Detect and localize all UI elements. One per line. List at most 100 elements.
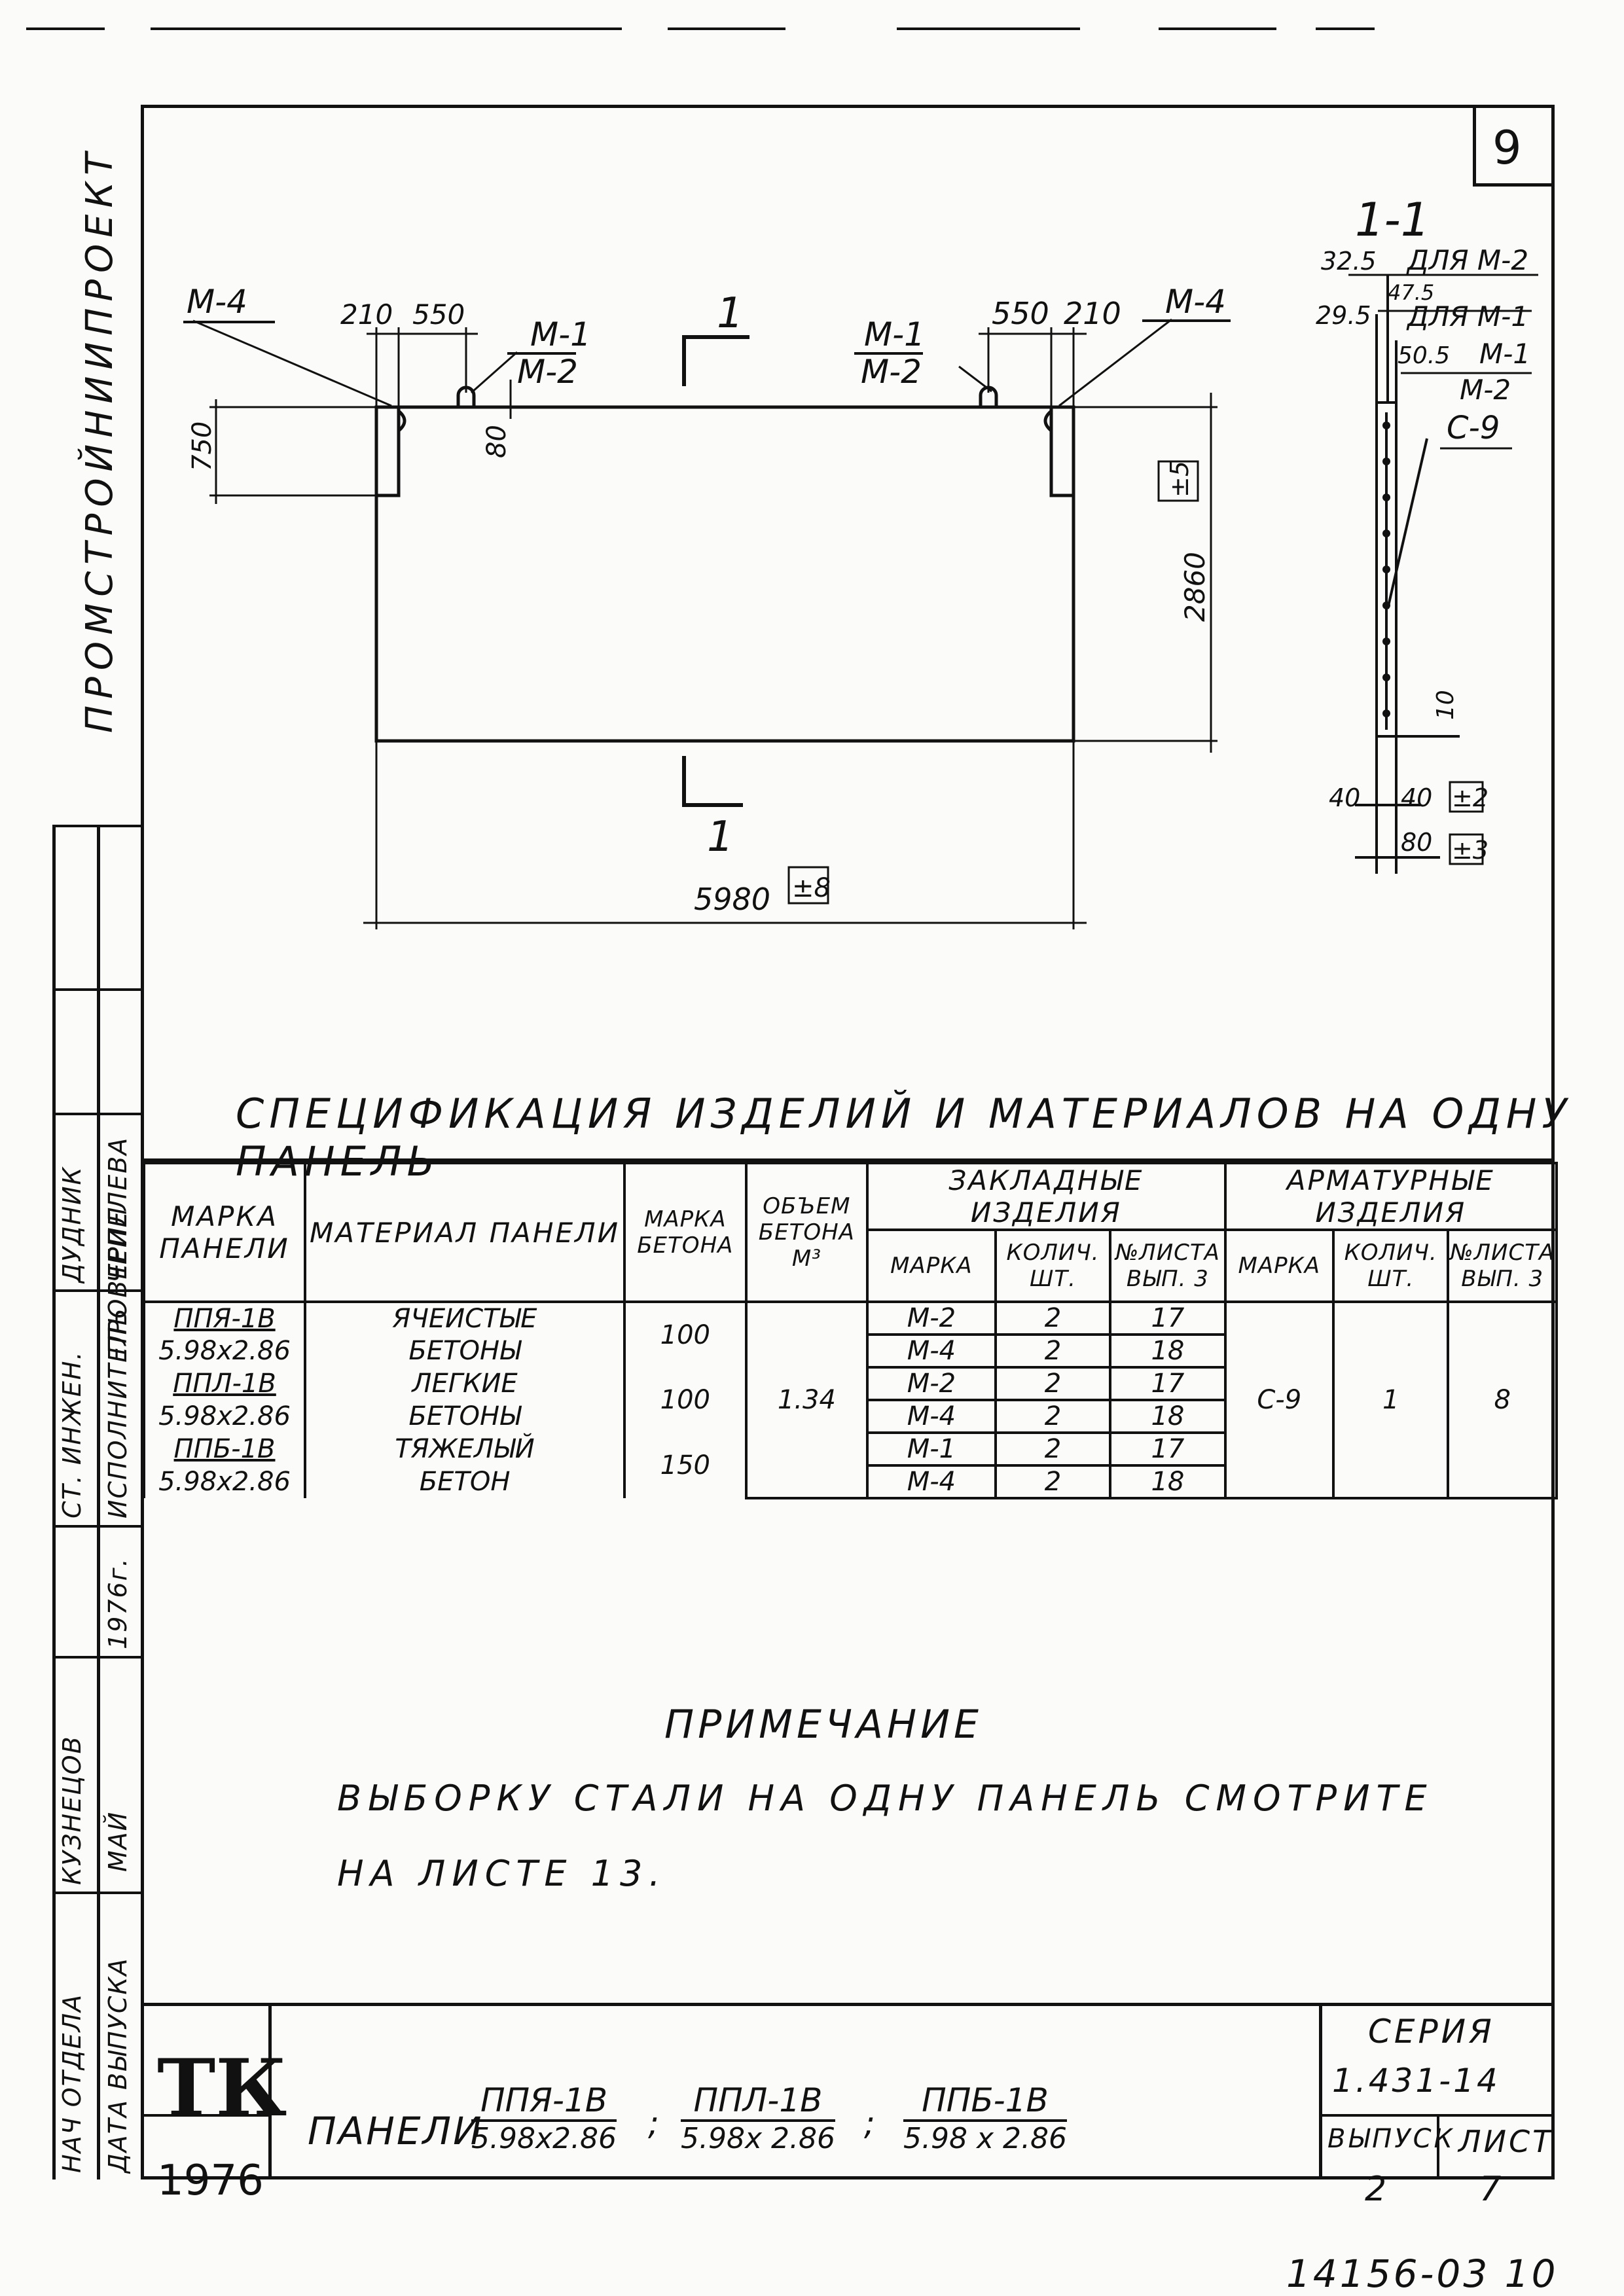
side-strip-div-2 xyxy=(52,1113,144,1115)
row2-item1-mark: М-2 xyxy=(866,1366,997,1401)
row3-item2-qty: 2 xyxy=(994,1464,1112,1499)
tol5-box xyxy=(1157,460,1199,502)
sheet-label: ЛИСТ xyxy=(1458,2124,1554,2159)
row2-item1-sheet: 17 xyxy=(1109,1366,1227,1401)
panel-drawing: М-4 210 550 М-1 М-2 М-1 М-2 550 210 М-4 … xyxy=(183,193,1538,929)
frame-top xyxy=(141,105,1555,108)
side-strip-div-6 xyxy=(52,1892,144,1894)
row2-item2-mark: М-4 xyxy=(866,1399,997,1434)
stamp-year: 1976 xyxy=(157,2157,264,2205)
side-dudnik: ДУДНИК xyxy=(58,1166,86,1283)
tol2-box xyxy=(1449,781,1484,813)
top-dash-1 xyxy=(26,27,105,30)
side-issue-date: ДАТА ВЫПУСКА xyxy=(103,1957,132,2173)
row3-item1-sheet: 17 xyxy=(1109,1431,1227,1467)
reinf-sheet: 8 xyxy=(1447,1300,1558,1499)
note-text: ВЫБОРКУ СТАЛИ НА ОДНУ ПАНЕЛЬ СМОТРИТЕ НА… xyxy=(337,1761,1450,1911)
hdr-panel-mark: МАРКА ПАНЕЛИ xyxy=(142,1162,307,1303)
title-prefix: ПАНЕЛИ xyxy=(308,2109,484,2153)
note-line-2: НА ЛИСТЕ 13. xyxy=(337,1853,667,1894)
row1-item1-qty: 2 xyxy=(994,1300,1112,1336)
side-strip-div-4 xyxy=(52,1525,144,1528)
sheet-number: 9 xyxy=(1492,121,1522,175)
label-tol5: ±5 xyxy=(1165,461,1194,497)
label-210-right: 210 xyxy=(1064,296,1121,331)
label-sec-80: 80 xyxy=(1401,828,1432,857)
label-sec-32-5: 32.5 xyxy=(1321,247,1377,276)
row3-item1-qty: 2 xyxy=(994,1431,1112,1467)
label-sec-29-5: 29.5 xyxy=(1316,301,1371,330)
label-m2-left: М-2 xyxy=(517,353,578,391)
spec-title: СПЕЦИФИКАЦИЯ ИЗДЕЛИЙ И МАТЕРИАЛОВ НА ОДН… xyxy=(236,1090,1572,1185)
title-panel-1: ППЯ-1В 5.98х2.86 xyxy=(471,2081,617,2155)
row1-item1-mark: М-2 xyxy=(866,1300,997,1336)
side-chief-engineer: СТ. ИНЖЕН. xyxy=(58,1350,86,1519)
label-m4-left: М-4 xyxy=(187,283,247,321)
hdr-concrete-grade: МАРКА БЕТОНА xyxy=(623,1162,748,1303)
side-strip-div-5 xyxy=(52,1656,144,1659)
label-5980: 5980 xyxy=(694,882,770,917)
row1-item2-sheet: 18 xyxy=(1109,1333,1227,1369)
frame-right xyxy=(1551,105,1555,2179)
label-section-bottom: 1 xyxy=(707,813,734,861)
titleblock-h-left xyxy=(141,2114,270,2117)
row2-grade: 100 xyxy=(623,1367,748,1433)
series-label: СЕРИЯ xyxy=(1368,2013,1495,2051)
titleblock-v3 xyxy=(1437,2114,1439,2178)
label-80: 80 xyxy=(482,425,512,458)
plate-m4-right xyxy=(1049,405,1075,497)
spec-top-rule xyxy=(141,1158,1555,1162)
frame-left xyxy=(141,105,144,2179)
hdr-sheet-no: №ЛИСТА ВЫП. 3 xyxy=(1109,1229,1227,1303)
row2-panel-num: ППЛ-1В xyxy=(142,1367,307,1400)
reinf-mark: С-9 xyxy=(1223,1300,1335,1499)
hdr-qty2: КОЛИЧ. ШТ. xyxy=(1331,1229,1450,1303)
leader-m1-right xyxy=(958,365,992,393)
archive-code: 14156-03 10 xyxy=(1286,2251,1559,2296)
row1-panel-den: 5.98х2.86 xyxy=(142,1335,307,1367)
reinf-qty: 1 xyxy=(1331,1300,1450,1499)
side-kuznetsov: КУЗНЕЦОВ xyxy=(58,1735,86,1885)
row1-item2-qty: 2 xyxy=(994,1333,1112,1369)
row1-grade: 100 xyxy=(623,1302,748,1367)
hdr-qty: КОЛИЧ. ШТ. xyxy=(994,1229,1112,1303)
side-head-of-dept: НАЧ ОТДЕЛА xyxy=(58,1993,86,2173)
title-sep-1: ; xyxy=(648,2104,659,2142)
row3-item2-sheet: 18 xyxy=(1109,1464,1227,1499)
tol8-box xyxy=(787,866,829,905)
plate-m4-left-lug xyxy=(397,410,406,432)
label-sec-for-m1: ДЛЯ М-1 xyxy=(1406,300,1528,332)
side-chepeleva: ЧЕПЕЛЕВА xyxy=(103,1136,132,1283)
spec-table: МАРКА ПАНЕЛИ МАТЕРИАЛ ПАНЕЛИ МАРКА БЕТОН… xyxy=(142,1162,1559,1499)
row3-grade: 150 xyxy=(623,1433,748,1498)
titleblock-v2 xyxy=(1319,2003,1322,2179)
sheet-number-box xyxy=(1473,108,1553,187)
issue-value: 2 xyxy=(1365,2170,1390,2209)
title-panel-3: ППБ-1В 5.98 х 2.86 xyxy=(903,2081,1067,2155)
label-sec-50-5: 50.5 xyxy=(1398,342,1450,369)
tk-logo: ТК xyxy=(157,2042,287,2134)
titleblock-v1 xyxy=(268,2003,272,2179)
row1-item2-mark: М-4 xyxy=(866,1333,997,1369)
frame-bottom xyxy=(141,2176,1555,2179)
row2-panel-den: 5.98х2.86 xyxy=(142,1400,307,1433)
leader-m1-left xyxy=(471,351,518,394)
plate-m4-left xyxy=(374,405,401,497)
row2-item1-qty: 2 xyxy=(994,1366,1112,1401)
top-dash-6 xyxy=(1316,27,1375,30)
volume: 1.34 xyxy=(744,1300,869,1499)
label-sec-40a: 40 xyxy=(1329,783,1360,812)
tol3-box xyxy=(1449,833,1484,865)
row1-panel-num: ППЯ-1В xyxy=(142,1302,307,1335)
label-sec-for-m2: ДЛЯ М-2 xyxy=(1406,244,1528,276)
label-sec-m1: М-1 xyxy=(1479,338,1530,370)
sheet-value: 7 xyxy=(1479,2170,1504,2209)
issue-label: ВЫПУСК xyxy=(1327,2124,1455,2154)
label-sec-47-5: 47.5 xyxy=(1388,280,1434,305)
label-sec-40b: 40 xyxy=(1401,783,1432,812)
side-strip-div-1 xyxy=(52,988,144,991)
hdr-mark2: МАРКА xyxy=(1223,1229,1335,1303)
top-dash-3 xyxy=(668,27,785,30)
row1-item1-sheet: 17 xyxy=(1109,1300,1227,1336)
row1-material-2: БЕТОНЫ xyxy=(304,1335,626,1367)
